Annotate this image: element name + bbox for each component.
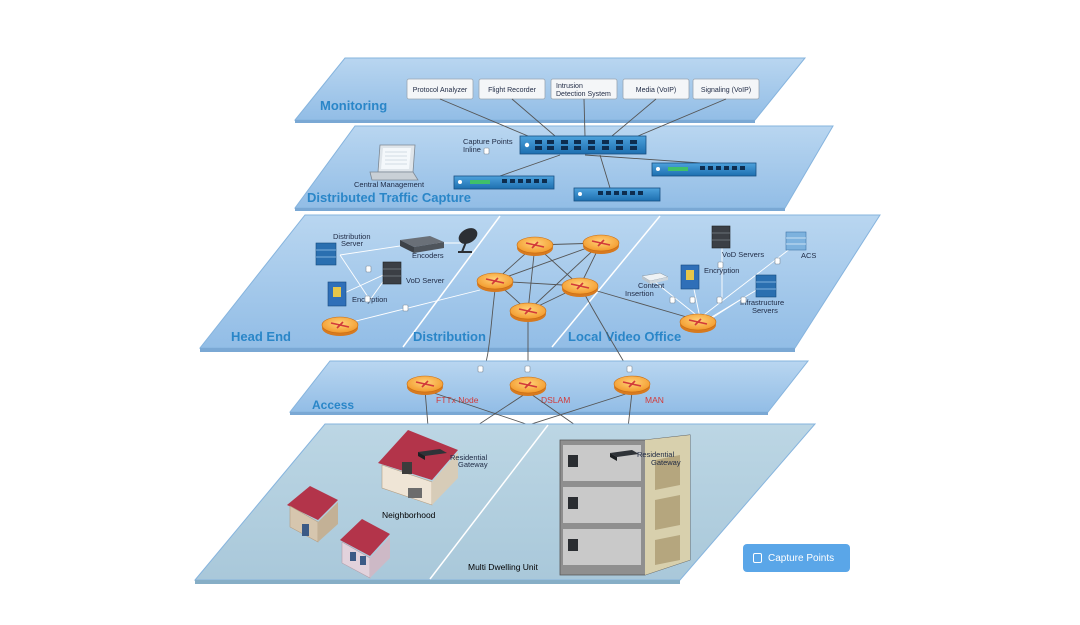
media-voip-label: Media (VoIP)	[636, 87, 676, 94]
central-management-laptop	[369, 144, 419, 181]
encoders-label: Encoders	[412, 251, 444, 260]
router-distribution-5	[509, 302, 547, 322]
infrastructure-label-2: Servers	[752, 306, 778, 315]
router-man	[613, 375, 651, 395]
capture-switch-left	[453, 175, 555, 190]
neighborhood-label: Neighborhood	[382, 510, 436, 520]
infrastructure-label-1: Infrastructure	[740, 298, 784, 307]
distribution-server-icon	[315, 242, 337, 266]
flight-recorder-label: Flight Recorder	[488, 87, 537, 94]
router-distribution-1	[516, 236, 554, 256]
satellite-dish-icon	[458, 228, 478, 253]
central-management-label: Central Management	[354, 180, 425, 189]
mdu-label: Multi Dwelling Unit	[468, 562, 539, 572]
acs-server-icon	[785, 231, 807, 251]
access-layer: Access FTTx Node DSLAM MAN	[288, 360, 810, 415]
access-capture-points	[477, 365, 633, 373]
residential-gateway-1-label-a: Residential	[450, 453, 487, 462]
house-small-front	[340, 519, 390, 579]
content-insertion-label-1: Content	[638, 281, 665, 290]
content-insertion-label-2: Insertion	[625, 289, 654, 298]
local-video-office-label: Local Video Office	[568, 329, 681, 344]
capture-points-label: Capture Points	[463, 137, 513, 146]
main-capture-switch	[519, 135, 647, 155]
vod-servers-label: VoD Servers	[722, 250, 764, 259]
protocol-analyzer-box: Protocol Analyzer	[406, 78, 474, 100]
capture-layer-label: Distributed Traffic Capture	[307, 190, 471, 205]
distribution-server-label-2: Server	[341, 239, 364, 248]
router-distribution-3	[476, 272, 514, 292]
acs-label: ACS	[801, 251, 816, 260]
encryption-device-icon-right	[680, 264, 700, 290]
intrusion-label: Intrusion	[556, 83, 583, 90]
vod-server-label: VoD Server	[406, 276, 445, 285]
vod-servers-icon	[711, 225, 731, 249]
man-label: MAN	[645, 395, 664, 405]
head-end-label: Head End	[231, 329, 291, 344]
capture-point-icon	[753, 553, 762, 563]
content-insertion-icon	[641, 272, 669, 284]
router-head-end	[321, 316, 359, 336]
capture-points-legend: Capture Points	[743, 544, 850, 572]
residential-gateway-2-label-a: Residential	[637, 450, 674, 459]
capture-point-inline	[483, 147, 490, 155]
dslam-label: DSLAM	[541, 395, 570, 405]
signaling-voip-box: Signaling (VoIP)	[692, 78, 760, 100]
residential-gateway-2	[610, 450, 639, 461]
mdu-building	[559, 434, 691, 576]
core-capture-points	[364, 257, 781, 312]
capture-monitor-links	[439, 98, 727, 189]
vod-server-icon	[382, 261, 402, 285]
media-voip-box: Media (VoIP)	[622, 78, 690, 100]
encryption-label-right: Encryption	[704, 266, 739, 275]
flight-recorder-box: Flight Recorder	[478, 78, 546, 100]
router-distribution-4	[561, 277, 599, 297]
router-dslam	[509, 376, 547, 396]
legend-label: Capture Points	[768, 552, 835, 564]
core-layer: Head End Distribution Local Video Office…	[198, 214, 881, 381]
distribution-label: Distribution	[413, 329, 486, 344]
intrusion-detection-box: Intrusion Detection System	[550, 78, 618, 100]
infrastructure-servers-icon	[755, 274, 777, 298]
residential-gateway-1-label-b: Gateway	[458, 460, 488, 469]
monitoring-label: Monitoring	[320, 98, 387, 113]
encoders-icon	[400, 236, 444, 253]
routers	[321, 234, 717, 396]
house-small-back	[287, 486, 338, 543]
access-label: Access	[312, 398, 354, 412]
capture-layer: Distributed Traffic Capture	[294, 98, 834, 211]
signaling-voip-label: Signaling (VoIP)	[701, 87, 751, 94]
router-fttx	[406, 375, 444, 395]
premises-layer: Residential Gateway Neighborhood	[193, 423, 817, 584]
router-lvo	[679, 313, 717, 333]
inline-label: Inline	[463, 145, 481, 154]
encryption-device-icon-left	[327, 281, 347, 307]
capture-switch-right	[651, 162, 757, 177]
protocol-analyzer-label: Protocol Analyzer	[413, 87, 468, 94]
residential-gateway-1	[418, 449, 447, 460]
monitoring-layer: Monitoring Protocol Analyzer Flight Reco…	[293, 57, 807, 123]
capture-switch-bottom	[573, 187, 661, 202]
distribution-server-label-1: Distribution	[333, 232, 371, 241]
fttx-node-label: FTTx Node	[436, 395, 479, 405]
residential-gateway-2-label-b: Gateway	[651, 458, 681, 467]
house-large	[378, 430, 458, 506]
detection-system-label: Detection System	[556, 91, 611, 98]
router-distribution-2	[582, 234, 620, 254]
